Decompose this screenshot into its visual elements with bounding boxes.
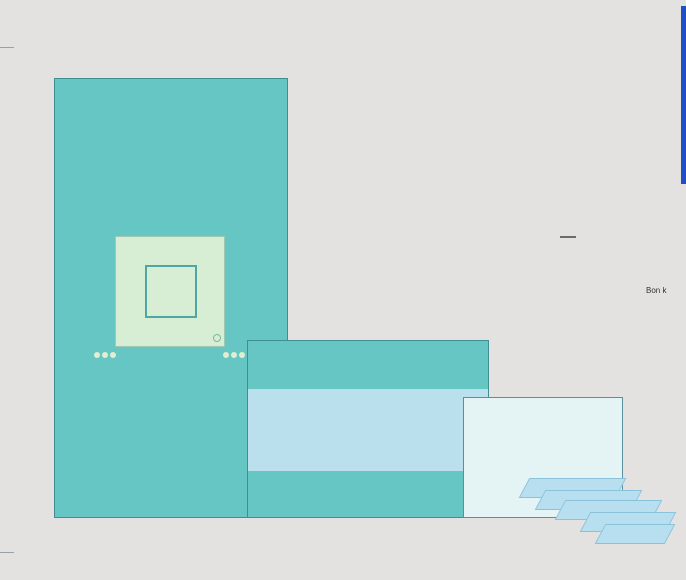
ellipsis-icon[interactable] [94,352,116,358]
dot [239,352,245,358]
bottom-edge-tick [0,552,14,553]
top-edge-tick [0,47,14,48]
dot [102,352,108,358]
stack-ribbon [595,524,676,544]
dot [223,352,229,358]
ellipsis-icon[interactable] [223,352,245,358]
dash-mark [560,236,576,238]
dot [231,352,237,358]
inner-frame [145,265,197,318]
resize-handle-icon[interactable] [213,334,221,342]
scroll-accent-bar[interactable] [681,6,686,184]
dot [110,352,116,358]
dot [94,352,100,358]
middle-band [248,389,488,471]
side-label: Bon k [646,286,666,295]
